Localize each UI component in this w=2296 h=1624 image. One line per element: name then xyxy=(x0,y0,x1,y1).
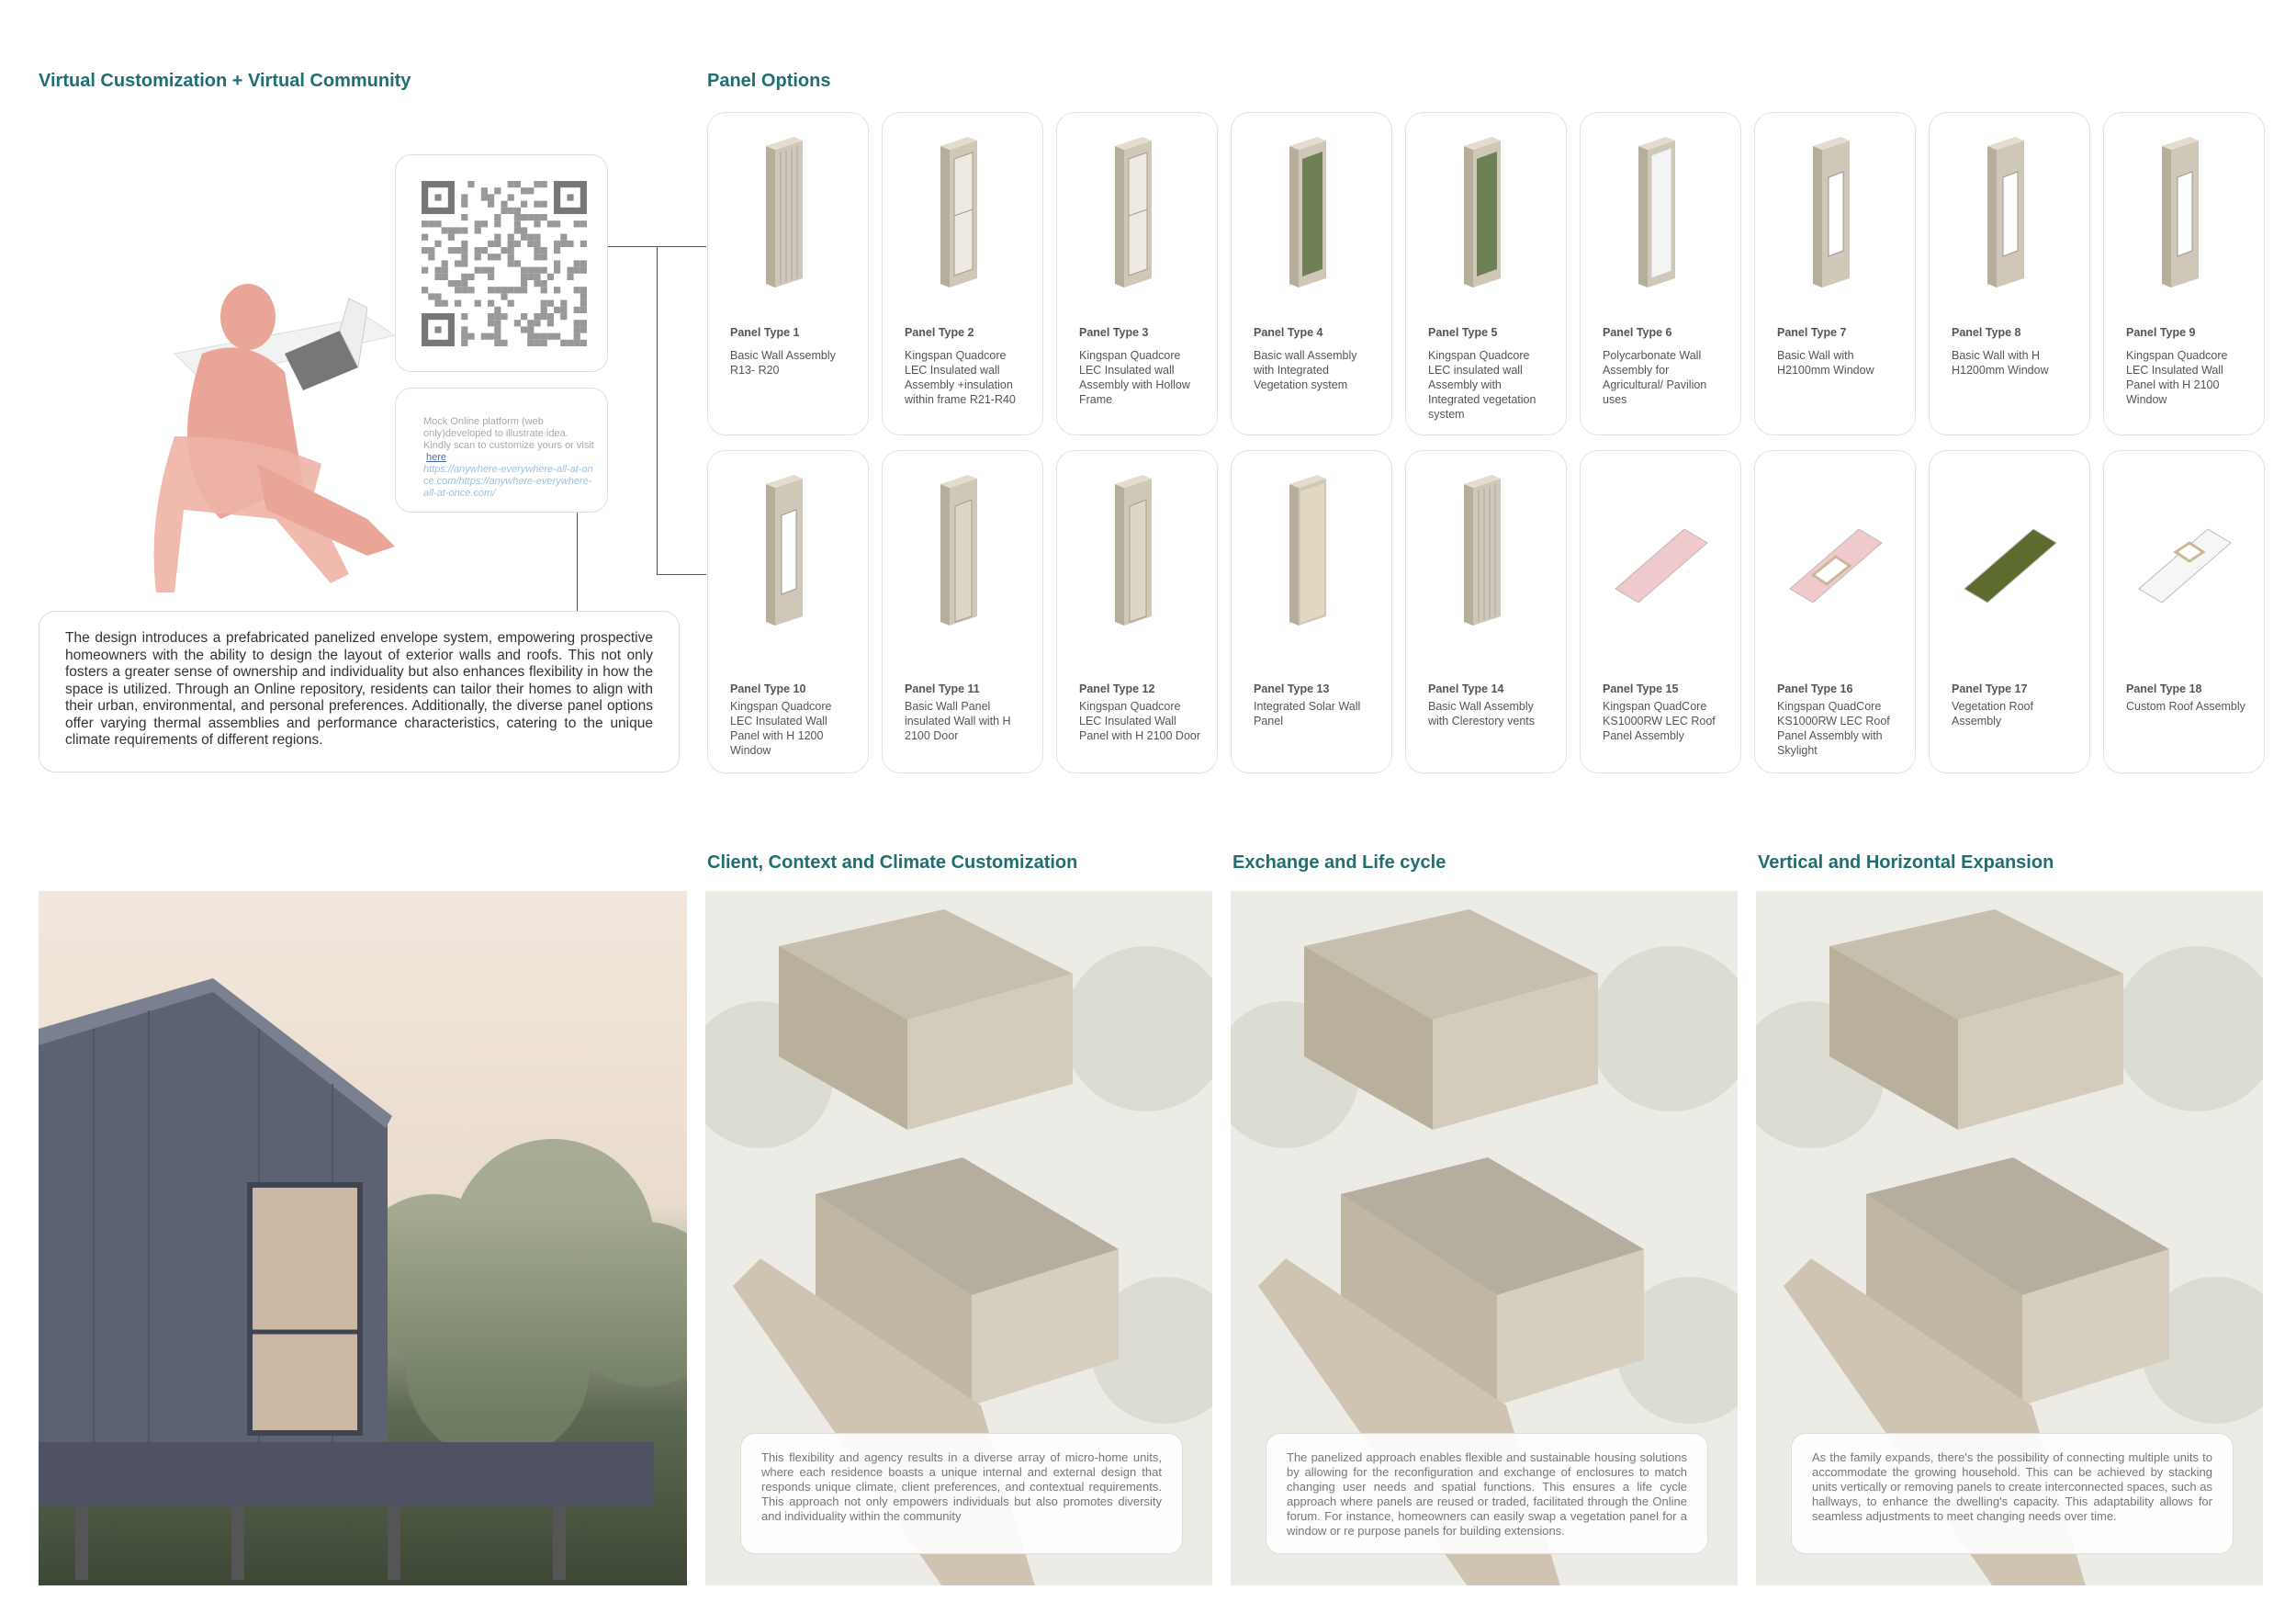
section-text-box: As the family expands, there's the possi… xyxy=(1791,1433,2234,1554)
panel-illustration-icon xyxy=(1638,137,1675,288)
panel-type-label: Panel Type 9 xyxy=(2126,326,2196,339)
panel-type-label: Panel Type 16 xyxy=(1777,682,1853,695)
panel-card[interactable]: Panel Type 17 Vegetation Roof Assembly xyxy=(1929,450,2090,773)
house-render-photo xyxy=(39,891,687,1585)
panel-description: Basic Wall Assembly with Clerestory vent… xyxy=(1428,700,1536,727)
panel-type-label: Panel Type 8 xyxy=(1952,326,2021,339)
panel-illustration-icon xyxy=(2138,528,2232,603)
panel-illustration-icon xyxy=(1789,528,1883,603)
panel-card[interactable]: Panel Type 13 Integrated Solar Wall Pane… xyxy=(1231,450,1392,773)
panel-type-label: Panel Type 12 xyxy=(1079,682,1155,695)
panel-description: Basic Wall with H2100mm Window xyxy=(1777,349,1874,377)
panel-description: Integrated Solar Wall Panel xyxy=(1254,700,1361,727)
panel-type-label: Panel Type 17 xyxy=(1952,682,2028,695)
panel-illustration-icon xyxy=(1289,137,1326,288)
panel-illustration-icon xyxy=(1813,137,1850,288)
panel-card[interactable]: Panel Type 8 Basic Wall with H H1200mm W… xyxy=(1929,112,2090,435)
panel-card[interactable]: Panel Type 7 Basic Wall with H2100mm Win… xyxy=(1754,112,1916,435)
panel-illustration-icon xyxy=(1464,475,1501,626)
panel-illustration-icon xyxy=(1615,528,1708,603)
section-title: Exchange and Life cycle xyxy=(1232,852,1446,873)
panel-type-label: Panel Type 4 xyxy=(1254,326,1323,339)
section-text: As the family expands, there's the possi… xyxy=(1812,1450,2212,1523)
panel-description: Kingspan QuadCore KS1000RW LEC Roof Pane… xyxy=(1603,700,1716,742)
panel-illustration-icon xyxy=(766,137,803,288)
panel-type-label: Panel Type 15 xyxy=(1603,682,1679,695)
panel-card[interactable]: Panel Type 12 Kingspan Quadcore LEC Insu… xyxy=(1056,450,1218,773)
panel-type-label: Panel Type 14 xyxy=(1428,682,1504,695)
panel-description: Kingspan Quadcore LEC Insulated Wall Pan… xyxy=(2126,349,2228,406)
section-title-panel-options: Panel Options xyxy=(707,71,831,91)
panel-type-label: Panel Type 6 xyxy=(1603,326,1672,339)
panel-card[interactable]: Panel Type 10 Kingspan Quadcore LEC Insu… xyxy=(707,450,869,773)
panel-description: Basic Wall Assembly R13- R20 xyxy=(730,349,836,377)
panel-description: Kingspan Quadcore LEC Insulated Wall Pan… xyxy=(730,700,832,757)
panel-description: Polycarbonate Wall Assembly for Agricult… xyxy=(1603,349,1707,406)
panel-description: Kingspan Quadcore LEC Insulated wall Ass… xyxy=(905,349,1016,406)
panel-card[interactable]: Panel Type 18 Custom Roof Assembly xyxy=(2103,450,2265,773)
panel-illustration-icon xyxy=(2162,137,2199,288)
panel-illustration-icon xyxy=(1115,137,1152,288)
platform-url[interactable]: https://anywhere-everywhere-all-at-once.… xyxy=(423,464,593,499)
panel-card[interactable]: Panel Type 11 Basic Wall Panel insulated… xyxy=(882,450,1043,773)
panel-description: Vegetation Roof Assembly xyxy=(1952,700,2033,727)
panel-illustration-icon xyxy=(940,475,977,626)
section-text-box: This flexibility and agency results in a… xyxy=(740,1433,1183,1554)
qr-code-icon xyxy=(422,181,587,346)
panel-description: Basic Wall with H H1200mm Window xyxy=(1952,349,2049,377)
panel-description: Basic Wall Panel insulated Wall with H 2… xyxy=(905,700,1011,742)
platform-note-box: Mock Online platform (web only)developed… xyxy=(395,388,608,513)
description-box: The design introduces a prefabricated pa… xyxy=(39,611,680,773)
panel-description: Kingspan Quadcore LEC Insulated Wall Pan… xyxy=(1079,700,1201,742)
panel-illustration-icon xyxy=(1987,137,2024,288)
panel-illustration-icon xyxy=(1115,475,1152,626)
panel-description: Kingspan Quadcore LEC insulated wall Ass… xyxy=(1428,349,1536,421)
panel-description: Kingspan Quadcore LEC Insulated wall Ass… xyxy=(1079,349,1190,406)
panel-type-label: Panel Type 18 xyxy=(2126,682,2202,695)
section-title-virtual: Virtual Customization + Virtual Communit… xyxy=(39,71,411,91)
panel-card[interactable]: Panel Type 14 Basic Wall Assembly with C… xyxy=(1405,450,1567,773)
panel-type-label: Panel Type 3 xyxy=(1079,326,1149,339)
panel-illustration-icon xyxy=(1964,528,2057,603)
panel-description: Custom Roof Assembly xyxy=(2126,700,2245,713)
panel-illustration-icon xyxy=(1464,137,1501,288)
panel-illustration-icon xyxy=(940,137,977,288)
panel-card[interactable]: Panel Type 6 Polycarbonate Wall Assembly… xyxy=(1580,112,1741,435)
section-text-box: The panelized approach enables flexible … xyxy=(1266,1433,1708,1554)
description-text: The design introduces a prefabricated pa… xyxy=(65,630,653,748)
panel-card[interactable]: Panel Type 16 Kingspan QuadCore KS1000RW… xyxy=(1754,450,1916,773)
panel-card[interactable]: Panel Type 9 Kingspan Quadcore LEC Insul… xyxy=(2103,112,2265,435)
panel-illustration-icon xyxy=(1289,475,1326,626)
here-link[interactable]: here xyxy=(426,452,447,463)
section-title: Client, Context and Climate Customizatio… xyxy=(707,852,1078,873)
section-title: Vertical and Horizontal Expansion xyxy=(1758,852,2054,873)
panel-description: Basic wall Assembly with Integrated Vege… xyxy=(1254,349,1357,391)
panel-card[interactable]: Panel Type 2 Kingspan Quadcore LEC Insul… xyxy=(882,112,1043,435)
panel-type-label: Panel Type 7 xyxy=(1777,326,1847,339)
panel-card[interactable]: Panel Type 5 Kingspan Quadcore LEC insul… xyxy=(1405,112,1567,435)
section-text: The panelized approach enables flexible … xyxy=(1287,1450,1687,1538)
panel-type-label: Panel Type 1 xyxy=(730,326,800,339)
panel-card[interactable]: Panel Type 3 Kingspan Quadcore LEC Insul… xyxy=(1056,112,1218,435)
panel-type-label: Panel Type 11 xyxy=(905,682,980,695)
qr-code-box[interactable] xyxy=(395,154,608,372)
panel-card[interactable]: Panel Type 4 Basic wall Assembly with In… xyxy=(1231,112,1392,435)
panel-type-label: Panel Type 13 xyxy=(1254,682,1330,695)
panel-illustration-icon xyxy=(766,475,803,626)
panel-type-label: Panel Type 5 xyxy=(1428,326,1498,339)
platform-note: Mock Online platform (web only)developed… xyxy=(423,416,594,451)
panel-card[interactable]: Panel Type 15 Kingspan QuadCore KS1000RW… xyxy=(1580,450,1741,773)
panel-card[interactable]: Panel Type 1 Basic Wall Assembly R13- R2… xyxy=(707,112,869,435)
panel-type-label: Panel Type 2 xyxy=(905,326,974,339)
section-text: This flexibility and agency results in a… xyxy=(761,1450,1162,1523)
panel-type-label: Panel Type 10 xyxy=(730,682,806,695)
panel-description: Kingspan QuadCore KS1000RW LEC Roof Pane… xyxy=(1777,700,1890,757)
person-at-laptop-illustration xyxy=(153,284,397,592)
